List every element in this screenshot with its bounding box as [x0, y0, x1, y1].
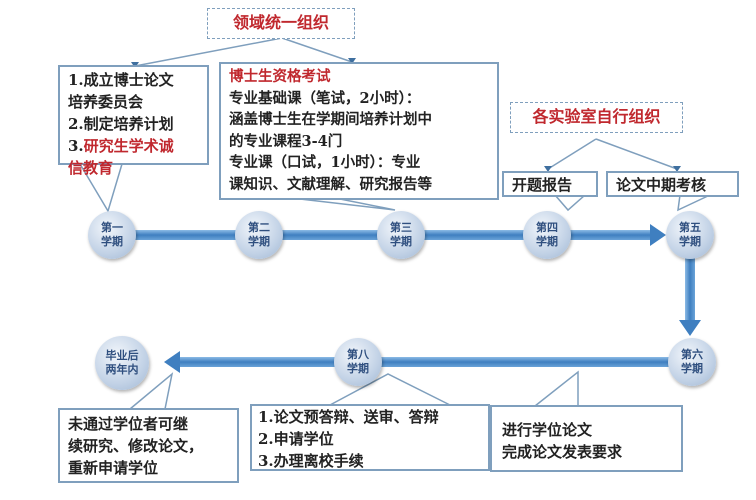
qualifying-exam-callout: 博士生资格考试 专业基础课（笔试，2小时）： 涵盖博士生在学期间培养计划中 的专…: [219, 62, 499, 200]
grad-line: 续研究、修改论文，: [68, 437, 204, 455]
sem6-line: 完成论文发表要求: [502, 443, 623, 461]
midterm-review-callout: 论文中期考核: [606, 171, 739, 197]
node-label: 学期: [681, 362, 703, 375]
node-label: 第五: [679, 221, 701, 234]
item-3a: 研究生学术诚: [83, 137, 174, 155]
item-3b: 信教育: [68, 159, 114, 177]
unified-organization-label: 领域统一组织: [207, 8, 355, 39]
node-label: 第六: [681, 348, 703, 361]
callout-lines: [78, 37, 711, 410]
node-label: 学期: [101, 235, 123, 248]
item-1a: 1.成立博士论文: [68, 71, 174, 89]
semester-5-node: 第五学期: [666, 211, 714, 259]
exam-line: 专业课（口试，1小时）：专业: [229, 154, 421, 171]
down-arrow: [679, 255, 701, 336]
node-label: 第二: [248, 221, 270, 234]
node-label: 两年内: [105, 363, 139, 376]
exam-line: 的专业课程3-4门: [229, 132, 343, 150]
node-label: 第三: [390, 221, 412, 234]
node-label: 学期: [390, 235, 412, 248]
sem8-line: 1.论文预答辩、送审、答辩: [258, 408, 439, 426]
post-graduation-callout: 未通过学位者可继 续研究、修改论文， 重新申请学位: [58, 408, 239, 483]
grad-line: 重新申请学位: [68, 459, 159, 477]
proposal-report-callout: 开题报告: [502, 171, 598, 197]
item-3-num: 3.: [68, 137, 84, 155]
sem8-line: 2.申请学位: [258, 430, 334, 448]
semester-1-node: 第一学期: [88, 211, 136, 259]
bottom-timeline-arrow: [164, 351, 692, 373]
semester-6-node: 第六学期: [668, 338, 716, 386]
lab-organization-label: 各实验室自行组织: [510, 102, 683, 133]
node-label: 学期: [347, 362, 369, 375]
semester-8-node: 第八学期: [334, 338, 382, 386]
node-label: 毕业后: [105, 349, 139, 362]
sem8-line: 3.办理离校手续: [258, 452, 364, 470]
semester-2-node: 第二学期: [235, 211, 283, 259]
node-label: 学期: [679, 235, 701, 248]
node-label: 第四: [536, 221, 558, 234]
node-label: 学期: [248, 235, 270, 248]
semester-4-node: 第四学期: [523, 211, 571, 259]
item-2: 2.制定培养计划: [68, 115, 174, 133]
item-1b: 培养委员会: [68, 93, 144, 111]
qualifying-exam-title: 博士生资格考试: [229, 68, 331, 85]
item-3: 3.研究生学术诚: [68, 135, 199, 157]
grad-line: 未通过学位者可继: [68, 415, 189, 433]
sem6-line: 进行学位论文: [502, 421, 593, 439]
exam-line: 专业基础课（笔试，2小时）：: [229, 89, 421, 107]
semester-3-node: 第三学期: [377, 211, 425, 259]
post-graduation-node: 毕业后两年内: [95, 336, 149, 390]
exam-line: 课知识、文献理解、研究报告等: [229, 175, 432, 193]
node-label: 第八: [347, 348, 369, 361]
semester1-callout: 1.成立博士论文 培养委员会 2.制定培养计划 3.研究生学术诚 信教育: [58, 65, 209, 177]
exam-line: 涵盖博士生在学期间培养计划中: [229, 111, 432, 128]
semester6-callout: 进行学位论文 完成论文发表要求: [490, 405, 683, 472]
node-label: 学期: [536, 235, 558, 248]
node-label: 第一: [101, 221, 123, 234]
semester8-callout: 1.论文预答辩、送审、答辩 2.申请学位 3.办理离校手续: [250, 404, 490, 471]
